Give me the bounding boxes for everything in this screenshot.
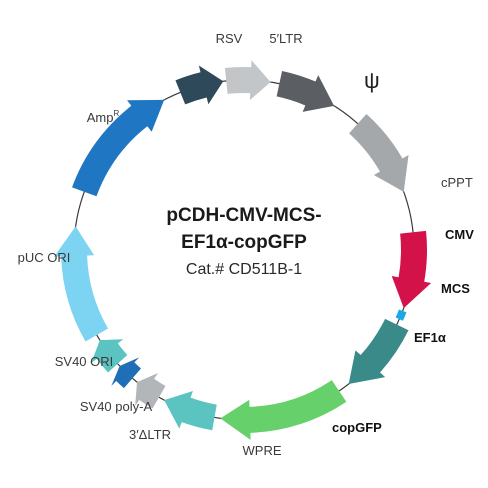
label-sv40-ori: SV40 ORI xyxy=(55,354,114,369)
feature-arrow-psi xyxy=(276,71,335,112)
feature-arrow-5ltr xyxy=(224,60,271,101)
plasmid-title-line1: pCDH-CMV-MCS- xyxy=(166,205,321,226)
label-wpre: WPRE xyxy=(243,443,282,458)
label-ampr: AmpR xyxy=(87,109,120,125)
label-5ltr: 5′LTR xyxy=(269,31,302,46)
label-puc-ori: pUC ORI xyxy=(18,250,71,265)
feature-arrow-puc-ori xyxy=(54,226,109,342)
feature-arrow-rsv xyxy=(175,65,224,105)
feature-arrow-wpre xyxy=(164,391,217,431)
label-cmv: CMV xyxy=(445,227,474,242)
feature-arrow-ampr xyxy=(72,99,165,197)
label-copgfp: copGFP xyxy=(332,420,382,435)
feature-arrow-mcs xyxy=(395,309,407,321)
feature-arrows xyxy=(54,60,432,440)
feature-arrow-cppt xyxy=(349,114,409,192)
label-mcs: MCS xyxy=(441,281,470,296)
catalog-number: Cat.# CD511B-1 xyxy=(186,261,302,278)
label-rsv: RSV xyxy=(216,31,243,46)
label-3ltr: 3′ΔLTR xyxy=(129,427,171,442)
feature-arrow-cmv xyxy=(391,230,432,309)
feature-arrow-ef1a xyxy=(348,318,409,384)
feature-arrow-sv40-poly-a xyxy=(111,357,141,389)
label-psi: ψ xyxy=(364,68,380,93)
label-sv40-polya: SV40 poly-A xyxy=(80,399,153,414)
feature-arrow-3deltaltr xyxy=(135,372,166,409)
feature-arrow-sv40-ori xyxy=(91,339,128,373)
plasmid-title-line2: EF1α-copGFP xyxy=(181,232,307,253)
label-cppt: cPPT xyxy=(441,175,473,190)
feature-arrow-copgfp xyxy=(220,380,347,440)
label-ef1a: EF1α xyxy=(414,330,446,345)
